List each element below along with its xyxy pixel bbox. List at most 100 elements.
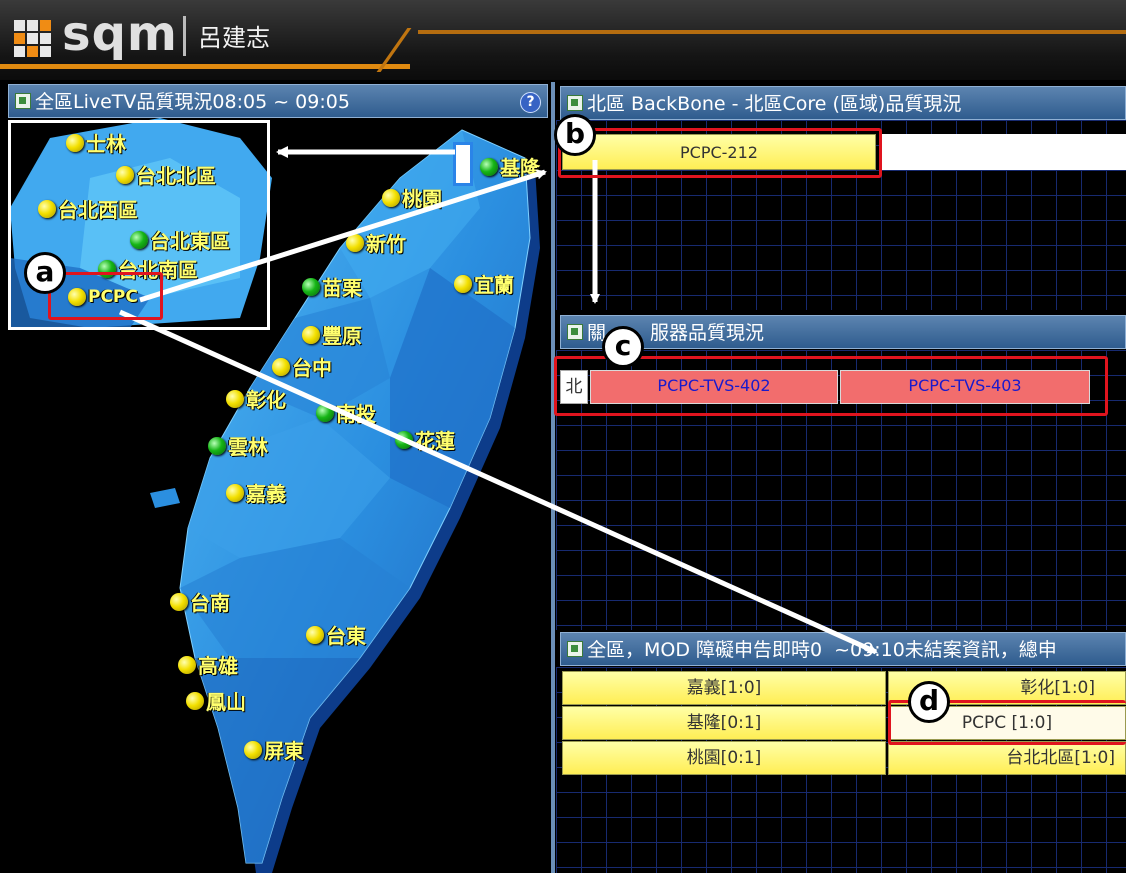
taiwan-island-shape [10,118,540,873]
status-dot-yellow-icon [302,325,320,344]
city-marker[interactable]: 彰化 [226,384,286,413]
logo-text: sqm [62,6,178,62]
city-label: 宜蘭 [474,273,514,297]
city-marker[interactable]: 士林 [66,128,126,157]
city-marker[interactable]: 台北北區 [116,160,216,189]
city-marker[interactable]: 桃園 [382,183,442,212]
server-panel-title-right: 服器品質現況 [650,322,765,344]
status-dot-yellow-icon [226,389,244,408]
mod-panel-title-right: ~09:10未結案資訊，總申 [834,639,1057,661]
server-cell[interactable]: PCPC-TVS-403 [840,370,1090,404]
mod-cell[interactable]: 嘉義[1:0] [562,671,886,705]
status-dot-yellow-icon [178,655,196,674]
city-label: 台北西區 [58,198,138,222]
mod-cell[interactable]: 台北北區[1:0] [888,741,1126,775]
status-dot-yellow-icon [116,165,134,184]
backbone-row-filler [880,134,1126,170]
city-marker[interactable]: PCPC [68,287,138,307]
status-dot-yellow-icon [306,625,324,644]
status-dot-yellow-icon [170,592,188,611]
city-marker[interactable]: 鳳山 [186,686,246,715]
city-marker[interactable]: 豐原 [302,320,362,349]
city-marker[interactable]: 台南 [170,587,230,616]
city-label: 屏東 [264,739,304,763]
city-label: 高雄 [198,654,238,678]
server-cell[interactable]: PCPC-TVS-402 [590,370,838,404]
logo-divider [183,16,186,56]
city-label: 台中 [292,356,332,380]
city-marker[interactable]: 屏東 [244,735,304,764]
server-row-label: 北 [560,370,588,404]
status-dot-yellow-icon [454,274,472,293]
backbone-panel-title: 北區 BackBone - 北區Core (區域)品質現況 [587,93,962,115]
status-dot-yellow-icon [66,133,84,152]
header-accent-line-right [418,30,1126,34]
app-header: sqm 呂建志 [0,0,1126,80]
highlight-box-backbone [558,128,882,178]
panel-divider [551,82,555,873]
status-dot-green-icon [302,277,320,296]
city-marker[interactable]: 嘉義 [226,478,286,507]
mod-cell[interactable]: 桃園[0:1] [562,741,886,775]
taipei-inset-frame [8,120,270,330]
backbone-panel-header: 北區 BackBone - 北區Core (區域)品質現況 [560,86,1126,120]
city-label: 台北北區 [136,164,216,188]
city-marker[interactable]: 高雄 [178,650,238,679]
city-label: 台南 [190,591,230,615]
server-panel-header: 關 服器品質現況 [560,315,1126,349]
refresh-icon[interactable] [567,641,583,657]
city-marker[interactable]: 台北西區 [38,194,138,223]
city-label: 鳳山 [206,690,246,714]
selection-marker [453,142,473,186]
city-marker[interactable]: 雲林 [208,431,268,460]
header-accent-line [0,64,410,69]
map-panel-header: 全區LiveTV品質現況08:05 ~ 09:05 ? [8,84,548,118]
mod-panel-header: 全區，MOD 障礙申告即時0 ~09:10未結案資訊，總申 [560,632,1126,666]
city-marker[interactable]: 苗栗 [302,272,362,301]
city-label: 新竹 [366,232,406,256]
city-label: PCPC [88,287,138,307]
highlight-box-servers [554,356,1108,416]
map-panel-title: 全區LiveTV品質現況08:05 ~ 09:05 [35,91,350,113]
refresh-icon[interactable] [567,324,583,340]
city-label: 雲林 [228,435,268,459]
user-name: 呂建志 [198,24,270,52]
city-marker[interactable]: 台北東區 [130,225,230,254]
taiwan-map[interactable] [10,118,550,873]
city-marker[interactable]: 新竹 [346,228,406,257]
refresh-icon[interactable] [567,95,583,111]
city-label: 嘉義 [246,482,286,506]
help-icon[interactable]: ? [520,92,541,113]
city-marker[interactable]: 宜蘭 [454,269,514,298]
status-dot-green-icon [480,157,498,176]
city-label: 豐原 [322,324,362,348]
city-marker[interactable]: 台東 [306,620,366,649]
status-dot-yellow-icon [272,357,290,376]
city-label: 苗栗 [322,276,362,300]
highlight-box-mod [888,700,1126,745]
city-label: 台北東區 [150,229,230,253]
status-dot-yellow-icon [346,233,364,252]
refresh-icon[interactable] [15,93,31,109]
annotation-label-a: a [24,252,66,294]
status-dot-yellow-icon [244,740,262,759]
status-dot-yellow-icon [38,199,56,218]
status-dot-green-icon [130,230,148,249]
server-panel-title-left: 關 [587,322,607,344]
status-dot-yellow-icon [226,483,244,502]
status-dot-yellow-icon [186,691,204,710]
annotation-label-c: c [602,326,644,368]
backbone-node[interactable]: PCPC-212 [562,134,876,170]
city-label: 台東 [326,624,366,648]
city-label: 台北南區 [118,258,198,282]
highlight-box-pcpc [48,272,163,320]
annotation-label-b: b [554,114,596,156]
mod-cell[interactable]: 基隆[0:1] [562,706,886,740]
status-dot-yellow-icon [68,288,86,306]
mod-panel-title-left: 全區，MOD 障礙申告即時0 [587,639,823,661]
city-label: 士林 [86,132,126,156]
city-marker[interactable]: 台中 [272,352,332,381]
annotation-label-d: d [908,681,950,723]
status-dot-green-icon [208,436,226,455]
